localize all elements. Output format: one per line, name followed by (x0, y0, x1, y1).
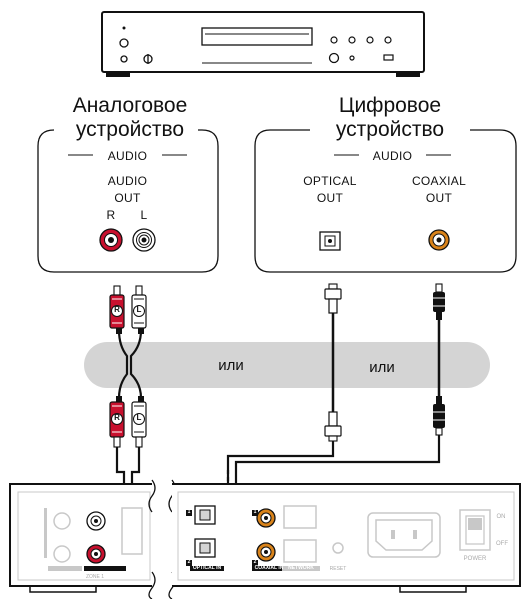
coaxial-out-label-1: COAXIAL (411, 174, 467, 188)
analog-r-jack (99, 228, 123, 252)
switch-off-label: OFF (496, 541, 508, 547)
plug-l-bottom-letter: L (136, 413, 142, 422)
or-label-right: или (369, 359, 395, 376)
receiver-coaxial-in-2 (256, 542, 276, 562)
receiver-coaxial-in-1 (256, 508, 276, 528)
analog-l-label: L (140, 208, 148, 222)
analog-device-box (37, 129, 219, 273)
plug-r-top-letter: R (114, 305, 120, 314)
or-band (84, 342, 490, 388)
port-2-label-optical: 2 (187, 559, 191, 565)
cd-player (101, 11, 425, 77)
plug-l-top-letter: L (136, 305, 142, 314)
port-2-label-coaxial: 2 (253, 559, 257, 565)
network-label: NETWORK (288, 565, 314, 571)
coaxial-in-label: COAXIAL IN (254, 565, 284, 571)
analog-audio-out-label-1: AUDIO (107, 174, 148, 188)
power-switch (459, 509, 491, 551)
receiver-analog-l-jack (86, 511, 106, 531)
receiver-rear-panel (9, 479, 521, 600)
reset-label: RESET (329, 566, 347, 572)
or-label-left: или (218, 357, 244, 374)
receiver-analog-r-jack (86, 544, 106, 564)
analog-device-title-line2: устройство (75, 118, 185, 141)
receiver-network-ports (282, 505, 320, 571)
receiver-optical-in-1 (194, 505, 216, 525)
analog-r-label: R (106, 208, 116, 222)
coaxial-out-label-2: OUT (425, 191, 453, 205)
optical-out-port (319, 231, 341, 251)
digital-device-title-line2: устройство (335, 118, 445, 141)
zone-label: ZONE 1 (85, 574, 105, 580)
rca-cable (109, 285, 147, 545)
analog-audio-group-label: AUDIO (107, 149, 148, 163)
analog-device-title-line1: Аналоговое (72, 94, 188, 117)
optical-out-label-2: OUT (316, 191, 344, 205)
analog-l-jack (132, 228, 156, 252)
ac-inlet (367, 512, 441, 558)
receiver-optical-in-2 (194, 538, 216, 558)
optical-out-label-1: OPTICAL (303, 174, 357, 188)
plug-r-bottom-letter: R (114, 413, 120, 422)
port-1-label-optical: 1 (187, 509, 191, 515)
analog-audio-out-label-2: OUT (114, 191, 141, 205)
power-label: POWER (463, 556, 487, 562)
coaxial-out-jack (428, 229, 450, 251)
optical-in-label: OPTICAL IN (192, 565, 222, 571)
digital-device-title-line1: Цифровое (338, 94, 442, 117)
digital-device-box (254, 129, 517, 273)
digital-audio-group-label: AUDIO (372, 149, 413, 163)
reset-button (332, 542, 344, 554)
switch-on-label: ON (496, 514, 506, 520)
port-1-label-coaxial: 1 (253, 509, 257, 515)
